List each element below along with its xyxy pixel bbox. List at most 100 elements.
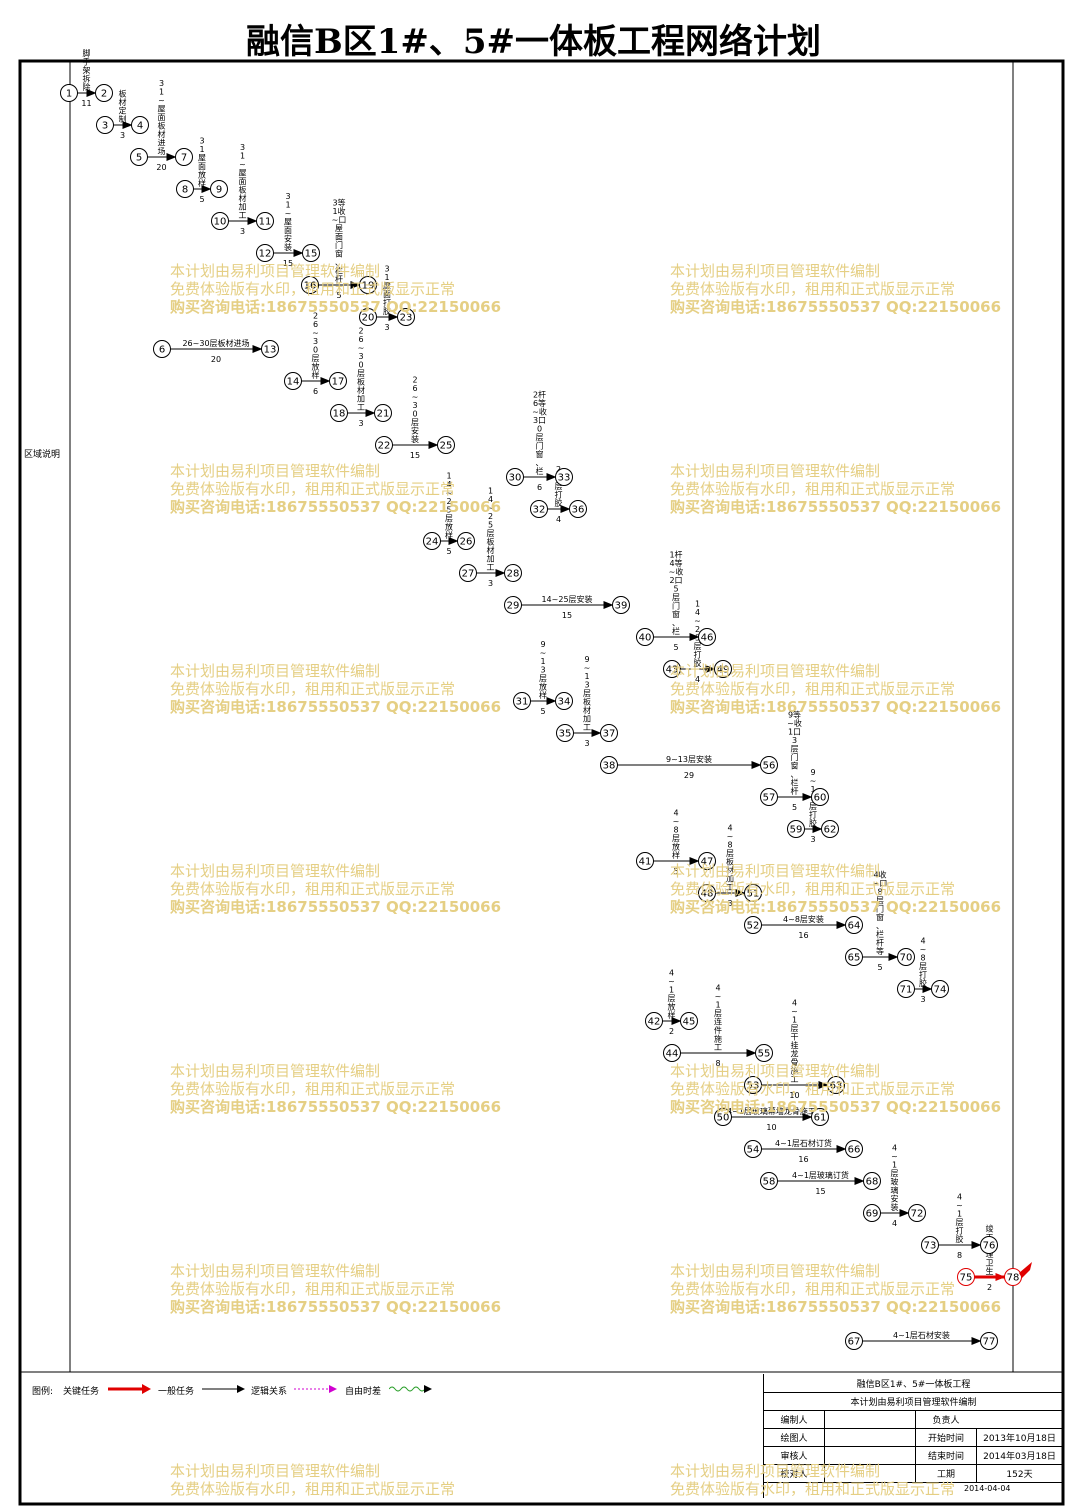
node-51: 51	[744, 884, 762, 902]
node-47: 47	[698, 852, 716, 870]
activity-59-62: 9~13层打胶3	[804, 768, 823, 844]
node-label: 42	[648, 1017, 661, 1028]
activity-label: 14~25层安装	[541, 594, 592, 604]
activity-label: 4~8层安装	[783, 914, 824, 924]
activity-duration: 16	[798, 931, 808, 940]
node-label: 59	[790, 825, 803, 836]
title-block-software: 本计划由易利项目管理软件编制	[850, 1397, 977, 1408]
node-29: 29	[504, 596, 522, 614]
node-label: 32	[533, 505, 546, 516]
node-2: 2	[95, 84, 113, 102]
node-15: 15	[302, 244, 320, 262]
node-label: 19	[362, 281, 375, 292]
reviewed-by-label: 审核人	[764, 1446, 825, 1464]
activity-duration: 4	[695, 675, 700, 684]
node-label: 58	[763, 1177, 776, 1188]
node-label: 29	[507, 601, 520, 612]
activity-duration: 2	[669, 1027, 674, 1036]
node-76: 76	[980, 1236, 998, 1254]
node-label: 10	[214, 217, 227, 228]
node-27: 27	[459, 564, 477, 582]
node-5: 5	[130, 148, 148, 166]
node-label: 54	[747, 1145, 760, 1156]
node-40: 40	[636, 628, 654, 646]
node-label: 50	[717, 1113, 730, 1124]
node-label: 28	[507, 569, 520, 580]
activity-duration: 20	[156, 163, 166, 172]
activity-duration: 3	[358, 419, 363, 428]
node-13: 13	[261, 340, 279, 358]
node-label: 62	[824, 825, 837, 836]
node-69: 69	[863, 1204, 881, 1222]
node-46: 46	[698, 628, 716, 646]
node-58: 58	[760, 1172, 778, 1190]
node-12: 12	[256, 244, 274, 262]
node-label: 30	[509, 473, 522, 484]
node-label: 16	[304, 281, 317, 292]
activity-duration: 3	[810, 835, 815, 844]
node-label: 76	[983, 1241, 996, 1252]
node-1: 1	[60, 84, 78, 102]
node-8: 8	[176, 180, 194, 198]
compiled-by-label: 编制人	[764, 1410, 825, 1428]
node-60: 60	[811, 788, 829, 806]
node-label: 1	[66, 89, 72, 100]
node-label: 38	[603, 761, 616, 772]
node-label: 51	[747, 889, 760, 900]
node-label: 6	[159, 345, 165, 356]
node-41: 41	[636, 852, 654, 870]
node-label: 40	[639, 633, 652, 644]
node-label: 56	[763, 761, 776, 772]
node-label: 52	[747, 921, 760, 932]
node-label: 43	[666, 665, 679, 676]
node-53: 53	[744, 1076, 762, 1094]
activity-duration: 3	[727, 899, 732, 908]
node-20: 20	[359, 308, 377, 326]
node-28: 28	[504, 564, 522, 582]
node-35: 35	[556, 724, 574, 742]
activity-duration: 16	[798, 1155, 808, 1164]
node-17: 17	[329, 372, 347, 390]
node-label: 60	[814, 793, 827, 804]
activity-duration: 15	[815, 1187, 825, 1196]
title-block-project-row: 融信B区1#、5#一体板工程	[764, 1374, 1063, 1393]
activity-duration: 6	[537, 483, 542, 492]
activity-duration: 5	[673, 867, 678, 876]
node-label: 44	[666, 1049, 679, 1060]
node-label: 18	[333, 409, 346, 420]
node-label: 68	[866, 1177, 879, 1188]
node-21: 21	[374, 404, 392, 422]
node-label: 67	[848, 1337, 861, 1348]
node-label: 17	[332, 377, 345, 388]
node-56: 56	[760, 756, 778, 774]
node-label: 47	[701, 857, 714, 868]
node-67: 67	[845, 1332, 863, 1350]
activity-duration: 15	[410, 451, 420, 460]
node-26: 26	[457, 532, 475, 550]
node-11: 11	[256, 212, 274, 230]
activity-duration: 3	[240, 227, 245, 236]
activity-duration: 5	[792, 803, 797, 812]
node-30: 30	[506, 468, 524, 486]
node-16: 16	[301, 276, 319, 294]
